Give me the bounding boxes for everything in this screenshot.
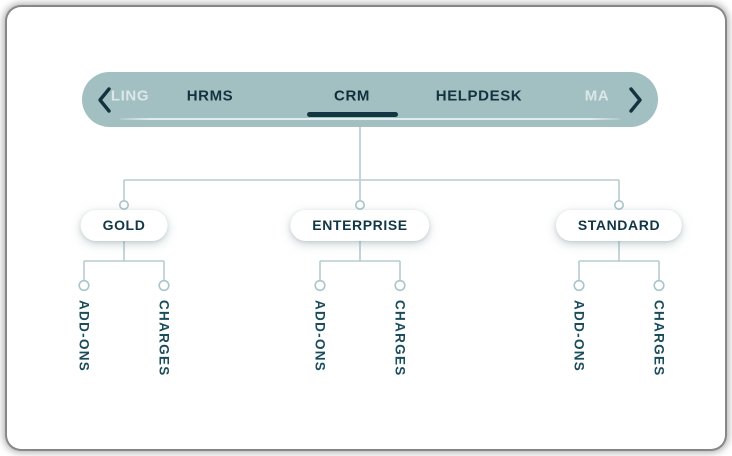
node-ring <box>573 279 585 292</box>
leaf-enterprise-add-ons[interactable]: ADD-ONS <box>312 300 328 373</box>
node-ring <box>78 279 90 292</box>
plan-node-gold[interactable]: GOLD <box>80 210 168 241</box>
node-ring <box>119 200 130 211</box>
chevron-right-icon[interactable] <box>624 86 646 114</box>
node-ring <box>613 200 624 211</box>
chevron-left-icon[interactable] <box>94 86 116 114</box>
node-ring <box>394 279 406 292</box>
tab-helpdesk[interactable]: HELPDESK <box>435 87 523 105</box>
leaf-gold-add-ons[interactable]: ADD-ONS <box>76 300 92 373</box>
tab-crm[interactable]: CRM <box>334 87 370 105</box>
node-ring <box>653 279 665 292</box>
tab-partial-left[interactable]: LING <box>110 87 150 105</box>
module-tabbar: LING HRMS CRM HELPDESK MA <box>82 72 658 127</box>
node-ring <box>158 279 170 292</box>
tab-partial-right[interactable]: MA <box>584 87 610 105</box>
plan-node-enterprise[interactable]: ENTERPRISE <box>290 210 430 241</box>
tab-hrms[interactable]: HRMS <box>186 87 234 105</box>
node-ring <box>314 279 326 292</box>
leaf-standard-charges[interactable]: CHARGES <box>651 300 667 377</box>
active-tab-underline <box>307 112 398 117</box>
node-ring <box>354 200 365 211</box>
plan-node-standard[interactable]: STANDARD <box>555 210 683 241</box>
tabbar-track-line <box>120 118 620 120</box>
leaf-enterprise-charges[interactable]: CHARGES <box>392 300 408 377</box>
leaf-standard-add-ons[interactable]: ADD-ONS <box>571 300 587 373</box>
diagram-card: LING HRMS CRM HELPDESK MA <box>7 7 725 449</box>
leaf-gold-charges[interactable]: CHARGES <box>156 300 172 377</box>
